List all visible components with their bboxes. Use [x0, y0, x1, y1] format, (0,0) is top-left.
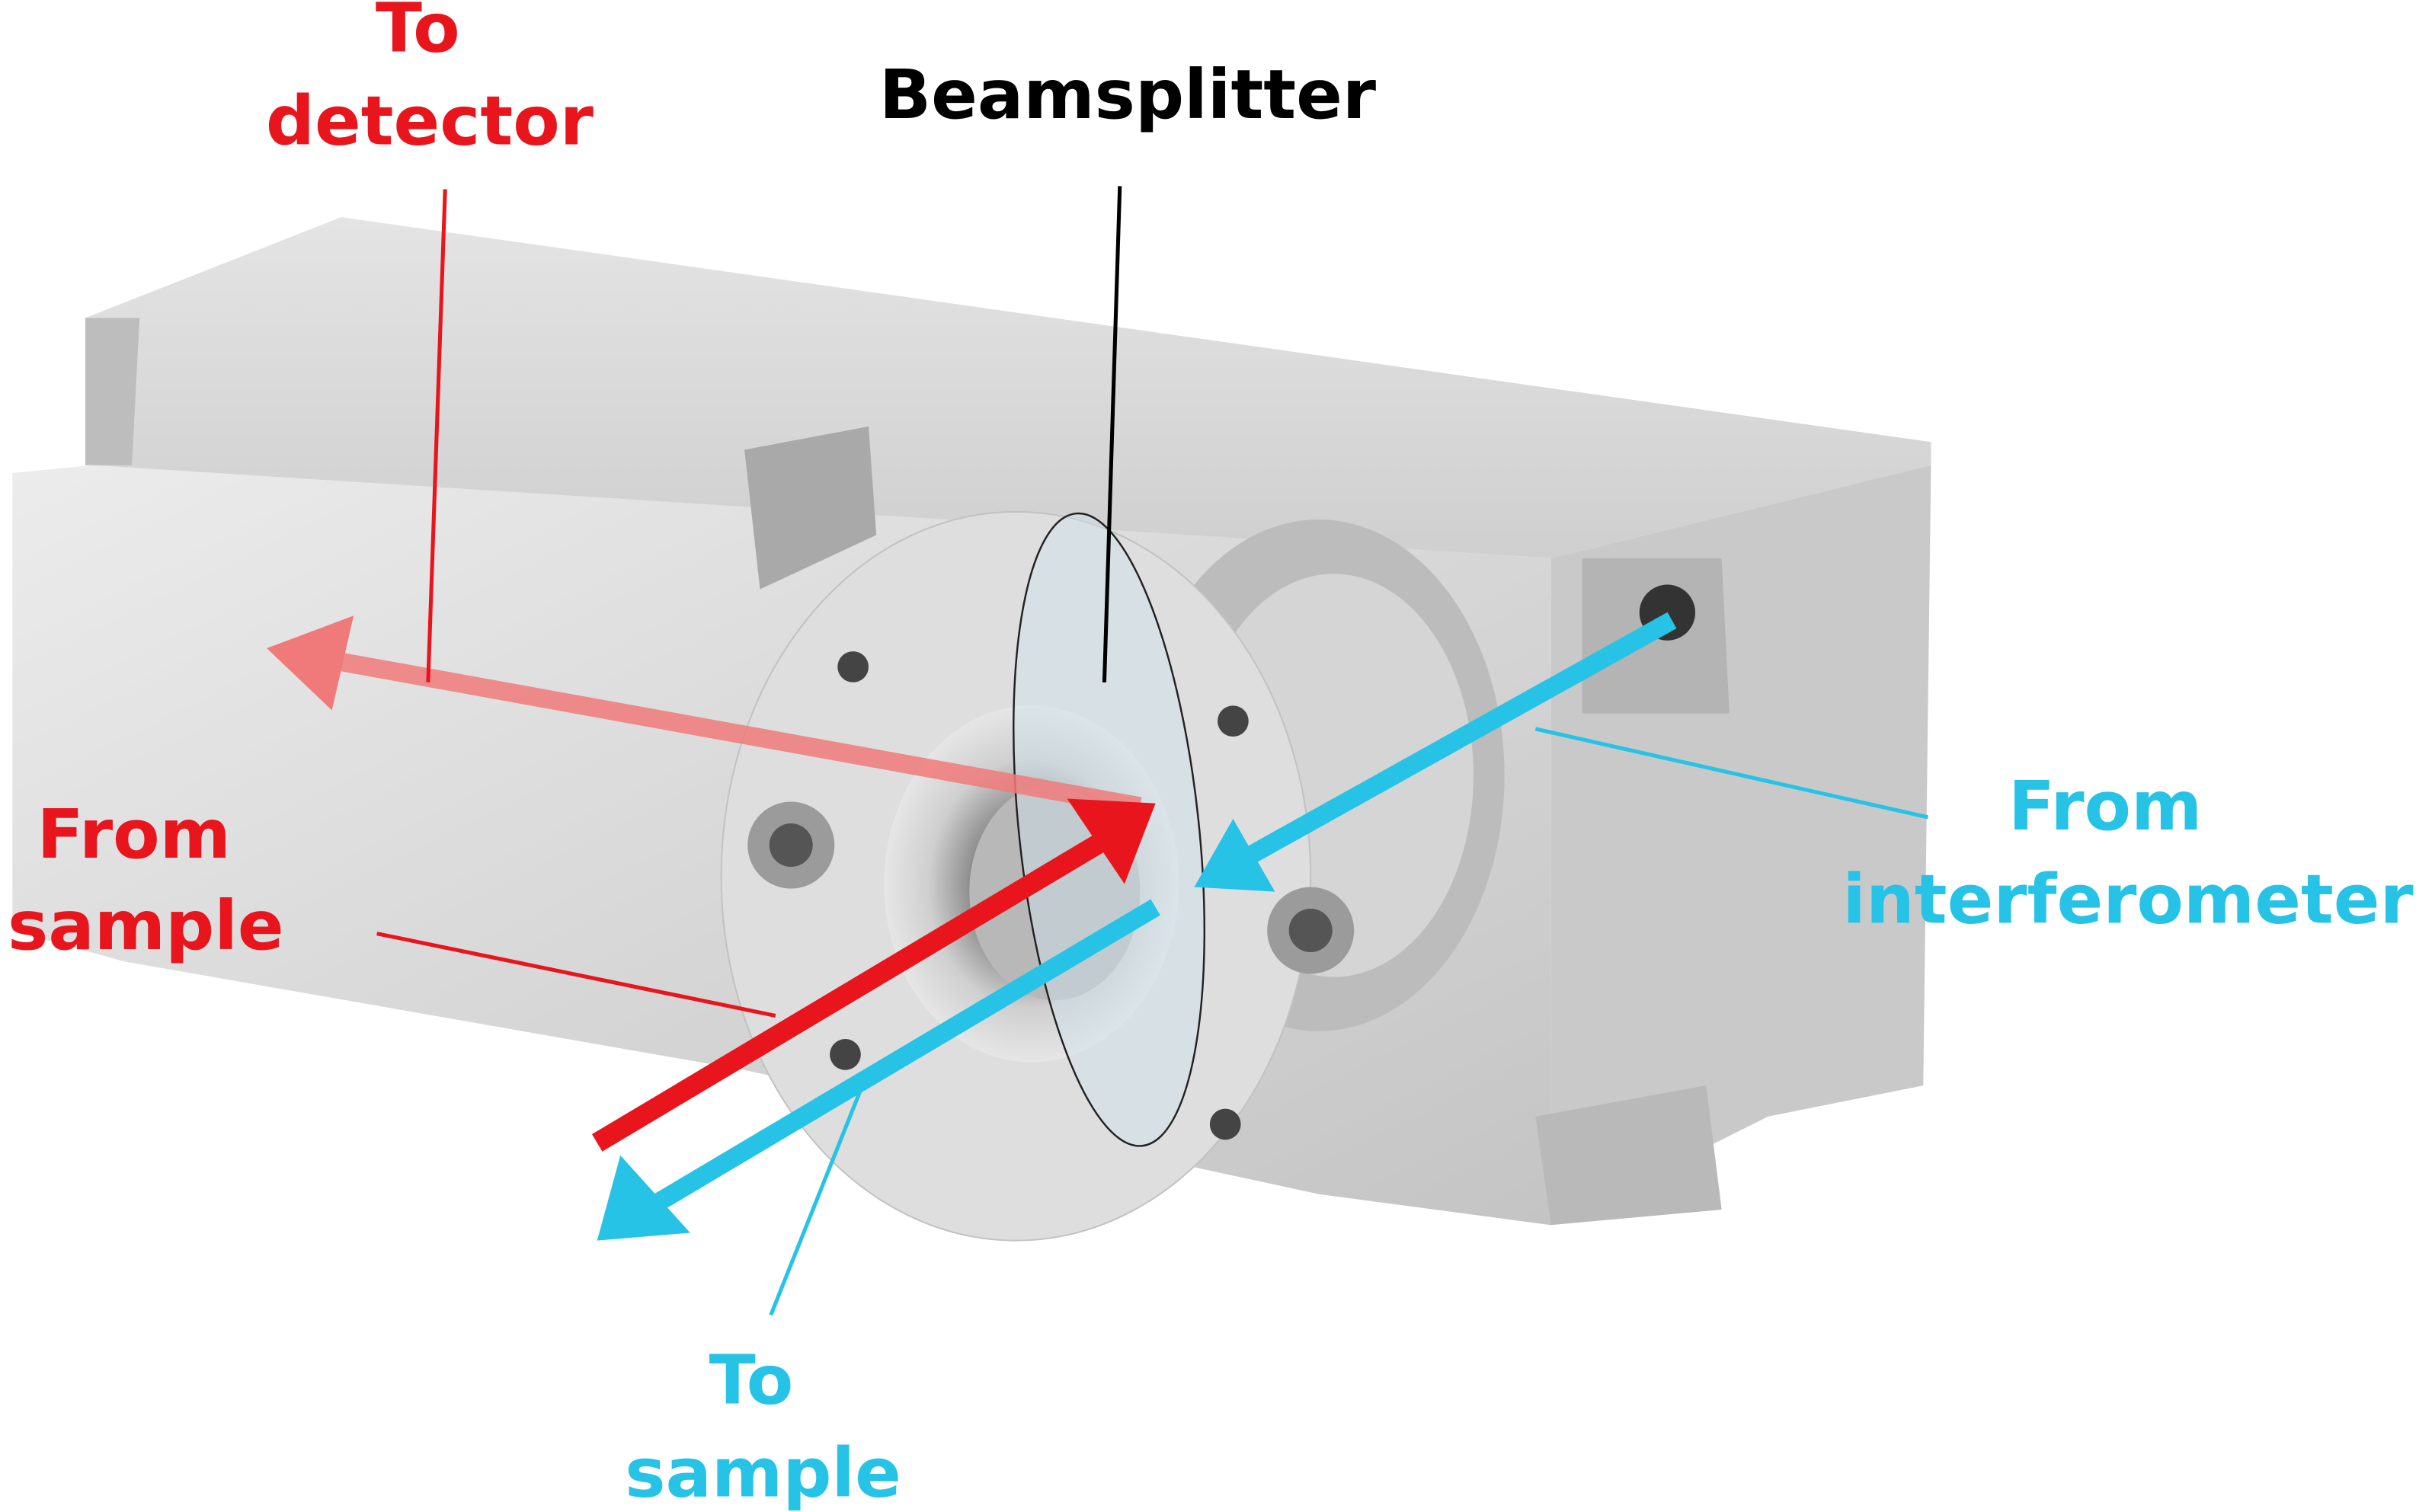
- to-detector-arrow: [267, 615, 1142, 816]
- to-detector-label: To detector: [266, 0, 594, 161]
- beamsplitter-label: Beamsplitter: [879, 56, 1376, 135]
- from-sample-label: From sample: [8, 795, 284, 966]
- to-detector-leader: [426, 189, 447, 682]
- to-sample-leader: [769, 1069, 871, 1316]
- from-sample-leader: [376, 932, 776, 1018]
- to-sample-label: To sample: [625, 1341, 901, 1512]
- aluminium-block-photo: [12, 217, 1931, 1242]
- beamsplitter-leader: [1102, 186, 1122, 682]
- from-interferometer-label: From interferometer: [1842, 767, 2413, 939]
- from-interferometer-leader: [1534, 727, 1928, 820]
- to-sample-arrow: [597, 899, 1160, 1241]
- from-sample-arrow: [591, 798, 1156, 1152]
- from-interferometer-arrow: [1194, 612, 1677, 892]
